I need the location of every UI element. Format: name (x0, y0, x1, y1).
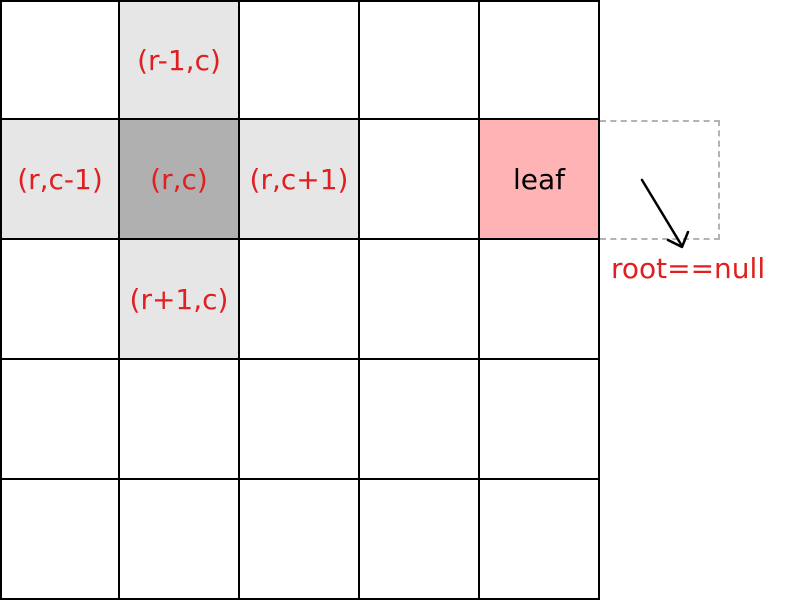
grid-cell (360, 120, 480, 240)
leaf-cell: leaf (480, 120, 600, 240)
grid-cell (240, 0, 360, 120)
grid-cell (480, 0, 600, 120)
labeled-cell: (r,c) (120, 120, 240, 240)
grid-cell (360, 360, 480, 480)
labeled-cell: (r+1,c) (120, 240, 240, 360)
grid-cell (0, 240, 120, 360)
grid-cell (0, 360, 120, 480)
grid-cell (120, 480, 240, 600)
grid-diagram: (r-1,c)(r,c-1)(r,c)(r,c+1) leaf (r+1,c) (0, 0, 600, 600)
grid-cell (240, 240, 360, 360)
labeled-cell: (r,c-1) (0, 120, 120, 240)
null-cell-outline (600, 120, 720, 240)
grid-cell (360, 480, 480, 600)
grid-cell (240, 480, 360, 600)
grid-cell (480, 480, 600, 600)
grid-cell (360, 240, 480, 360)
grid-cell (120, 360, 240, 480)
grid-cell (360, 0, 480, 120)
labeled-cell: (r-1,c) (120, 0, 240, 120)
arrow-icon (640, 178, 690, 249)
grid-cell (480, 360, 600, 480)
grid-cell (480, 240, 600, 360)
root-null-label: root==null (611, 252, 766, 285)
grid-cell (0, 480, 120, 600)
grid-cell (240, 360, 360, 480)
grid-cell (0, 0, 120, 120)
labeled-cell: (r,c+1) (240, 120, 360, 240)
